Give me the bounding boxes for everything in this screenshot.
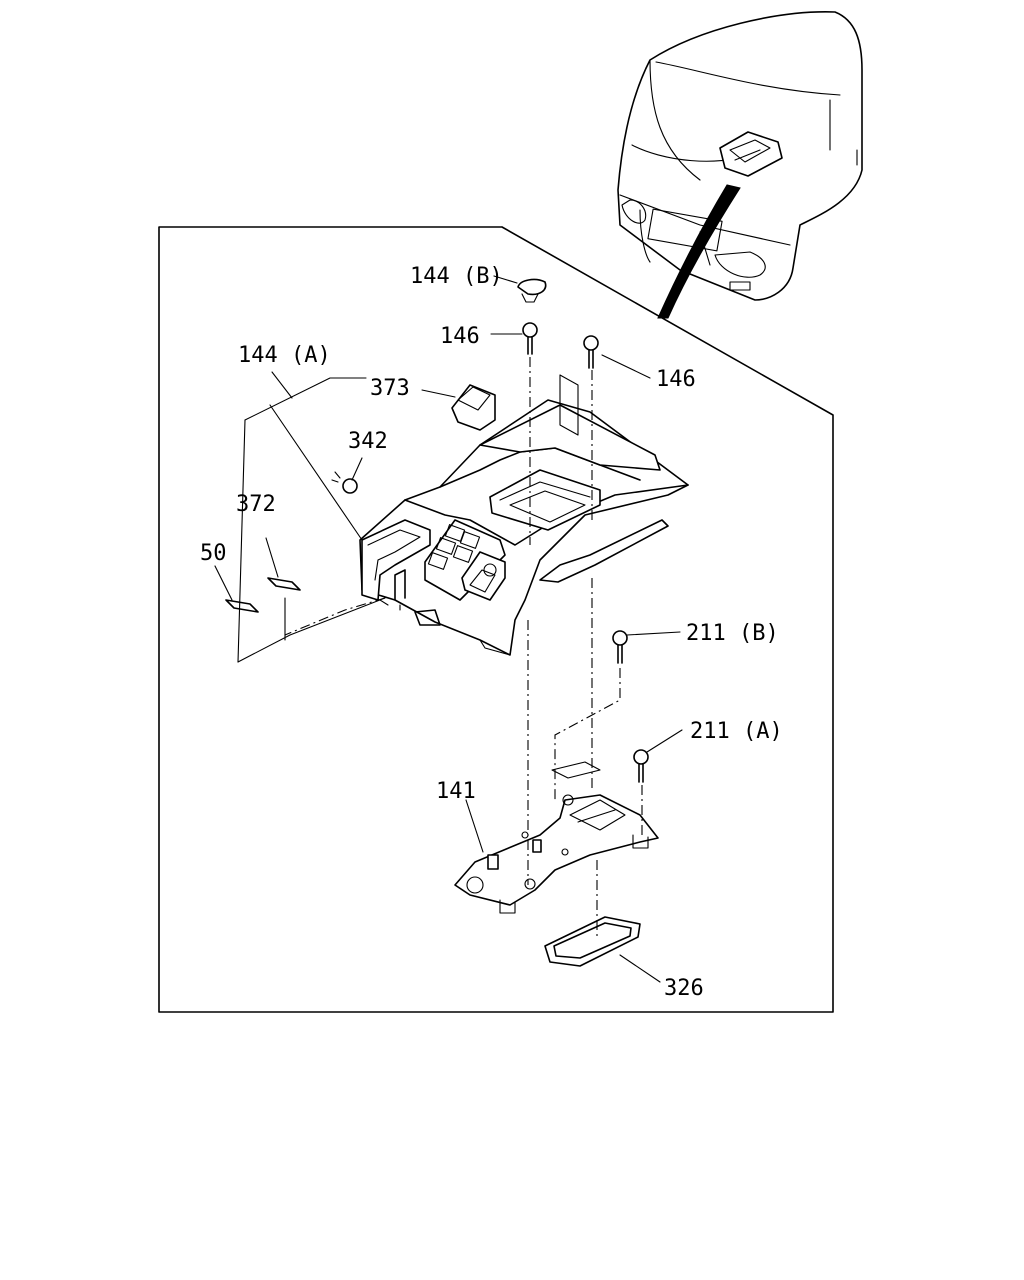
diagram-frame [158, 226, 834, 1013]
label-211-b: 211 (B) [686, 621, 779, 646]
label-326: 326 [664, 976, 704, 1001]
label-342: 342 [348, 429, 388, 454]
label-373: 373 [370, 376, 410, 401]
bracket-plate-141 [454, 761, 659, 914]
label-372: 372 [236, 492, 276, 517]
label-146-left: 146 [440, 324, 480, 349]
label-50: 50 [200, 541, 227, 566]
gasket-326 [544, 916, 641, 967]
leader-lines [214, 275, 683, 983]
bolts-146 [522, 322, 599, 369]
label-144-a: 144 (A) [238, 343, 331, 368]
label-141: 141 [436, 779, 476, 804]
label-144-b: 144 (B) [410, 264, 503, 289]
label-146-right: 146 [656, 367, 696, 392]
console-body [225, 278, 689, 656]
part-labels: 144 (B) 146 146 144 (A) 373 342 372 50 2… [200, 264, 783, 1001]
alignment-lines [284, 357, 643, 940]
truck-cab-inset [617, 11, 863, 319]
bolts-211 [612, 630, 649, 783]
label-211-a: 211 (A) [690, 719, 783, 744]
